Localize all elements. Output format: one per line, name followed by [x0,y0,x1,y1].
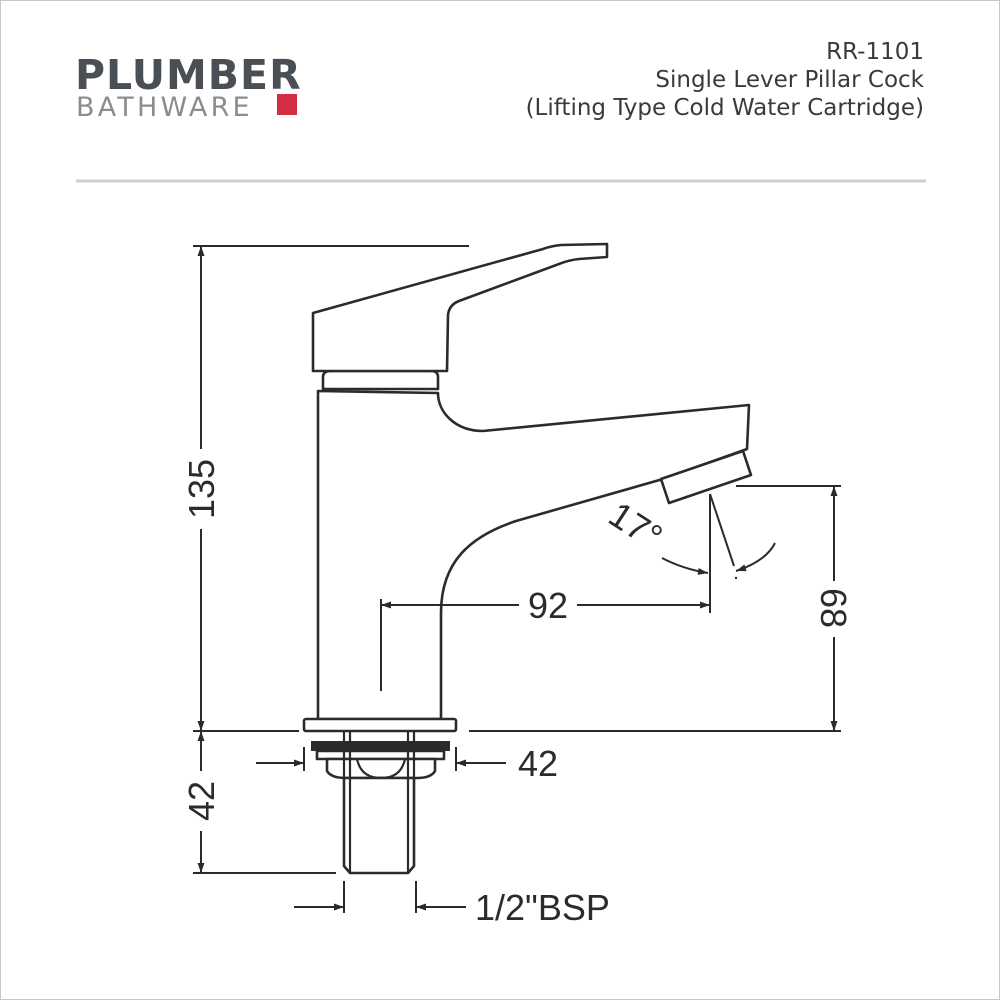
dim-total-height: 135 [181,245,469,732]
logo-red-square [277,94,297,115]
dim-label-17-degrees: 17° [602,493,670,557]
dim-label-thread: 1/2"BSP [475,887,610,928]
faucet-body [316,389,751,721]
product-variant: (Lifting Type Cold Water Cartridge) [526,95,924,121]
dim-label-42-vertical: 42 [181,781,222,821]
logo-sub: BATHWARE [76,92,253,123]
dim-label-42-horizontal: 42 [518,743,558,784]
dim-spout-height: 68 [469,485,854,732]
dim-base-width: 42 [256,743,558,784]
dim-label-92: 92 [528,585,568,626]
collar [321,369,440,391]
dim-spout-angle: 17° [602,493,776,580]
base-plate [302,717,458,733]
threaded-shank [342,776,416,875]
dim-thread: 1/2"BSP [294,881,610,928]
dim-shank-length: 42 [181,731,336,874]
dim-label-135: 135 [181,459,222,519]
aerator [659,449,753,505]
dim-label-68: 68 [813,588,854,628]
logo-brand: PLUMBER [75,51,302,99]
dim-spout-reach: 92 [380,494,711,691]
lever-handle [311,242,609,373]
faucet-outline [302,242,753,875]
rubber-washer [311,741,450,751]
brand-logo: PLUMBER BATHWARE [75,51,302,123]
product-name: Single Lever Pillar Cock [655,67,924,93]
model-number: RR-1101 [826,39,924,65]
